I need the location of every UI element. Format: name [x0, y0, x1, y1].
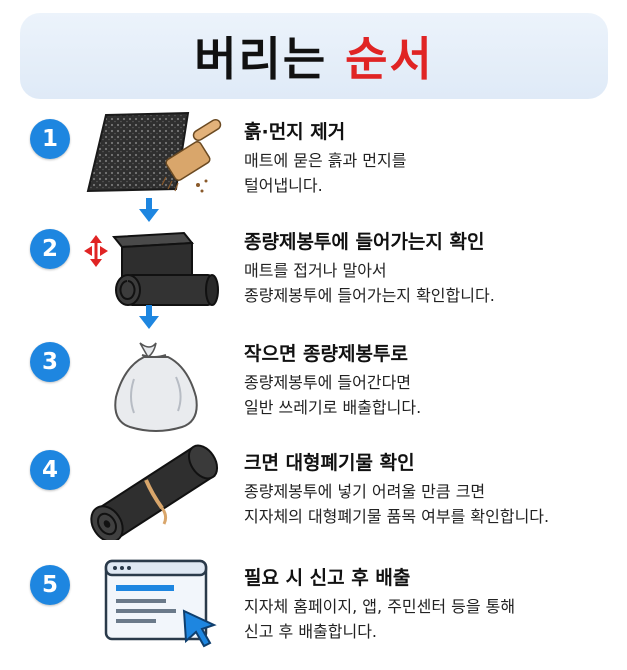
folded-rolled-mat-icon [84, 231, 219, 306]
step-number-badge: 5 [30, 565, 70, 605]
step-text: 필요 시 신고 후 배출 지자체 홈페이지, 앱, 주민센터 등을 통해 신고 … [244, 565, 616, 644]
step-description-line: 신고 후 배출합니다. [244, 622, 378, 641]
step-number-badge: 2 [30, 229, 70, 269]
step-description: 매트에 묻은 흙과 먼지를 털어냅니다. [244, 148, 616, 198]
step-title: 크면 대형폐기물 확인 [244, 452, 415, 474]
step-description-line: 종량제봉투에 들어가는지 확인합니다. [244, 286, 495, 305]
step-number-badge: 4 [30, 450, 70, 490]
step-description-line: 지자체의 대형폐기물 품목 여부를 확인합니다. [244, 507, 550, 526]
step-description-line: 종량제봉투에 들어간다면 [244, 373, 412, 392]
step-description-line: 지자체 홈페이지, 앱, 주민센터 등을 통해 [244, 597, 516, 616]
step-number-badge: 3 [30, 342, 70, 382]
step-text: 크면 대형폐기물 확인 종량제봉투에 넣기 어려울 만큼 크면 지자체의 대형폐… [244, 450, 616, 529]
step-description-line: 매트를 접거나 말아서 [244, 261, 387, 280]
step-description: 매트를 접거나 말아서 종량제봉투에 들어가는지 확인합니다. [244, 258, 616, 308]
title-plain: 버리는 [194, 32, 328, 86]
step-number-badge: 1 [30, 119, 70, 159]
step-title: 작으면 종량제봉투로 [244, 343, 408, 365]
step-description-line: 털어냅니다. [244, 176, 323, 195]
step-text: 흙·먼지 제거 매트에 묻은 흙과 먼지를 털어냅니다. [244, 119, 616, 198]
step-description: 지자체 홈페이지, 앱, 주민센터 등을 통해 신고 후 배출합니다. [244, 594, 616, 644]
large-rolled-mat-icon [90, 444, 219, 540]
arrow-down-icon [139, 305, 159, 329]
step-description-line: 매트에 묻은 흙과 먼지를 [244, 151, 407, 170]
brush-on-mat-icon [86, 111, 222, 193]
title-accent: 순서 [345, 32, 434, 86]
step-description: 종량제봉투에 들어간다면 일반 쓰레기로 배출합니다. [244, 370, 616, 420]
garbage-bag-icon [114, 342, 198, 432]
step-title: 종량제봉투에 들어가는지 확인 [244, 231, 485, 253]
step-text: 작으면 종량제봉투로 종량제봉투에 들어간다면 일반 쓰레기로 배출합니다. [244, 341, 616, 420]
step-text: 종량제봉투에 들어가는지 확인 매트를 접거나 말아서 종량제봉투에 들어가는지… [244, 229, 616, 308]
step-description-line: 종량제봉투에 넣기 어려울 만큼 크면 [244, 482, 486, 501]
page-title: 버리는 순서 [194, 23, 434, 89]
step-title: 필요 시 신고 후 배출 [244, 567, 411, 589]
arrow-down-icon [139, 198, 159, 222]
step-description: 종량제봉투에 넣기 어려울 만큼 크면 지자체의 대형폐기물 품목 여부를 확인… [244, 479, 616, 529]
step-description-line: 일반 쓰레기로 배출합니다. [244, 398, 422, 417]
browser-cursor-icon [104, 559, 217, 648]
step-title: 흙·먼지 제거 [244, 121, 346, 143]
title-banner: 버리는 순서 [20, 13, 608, 99]
